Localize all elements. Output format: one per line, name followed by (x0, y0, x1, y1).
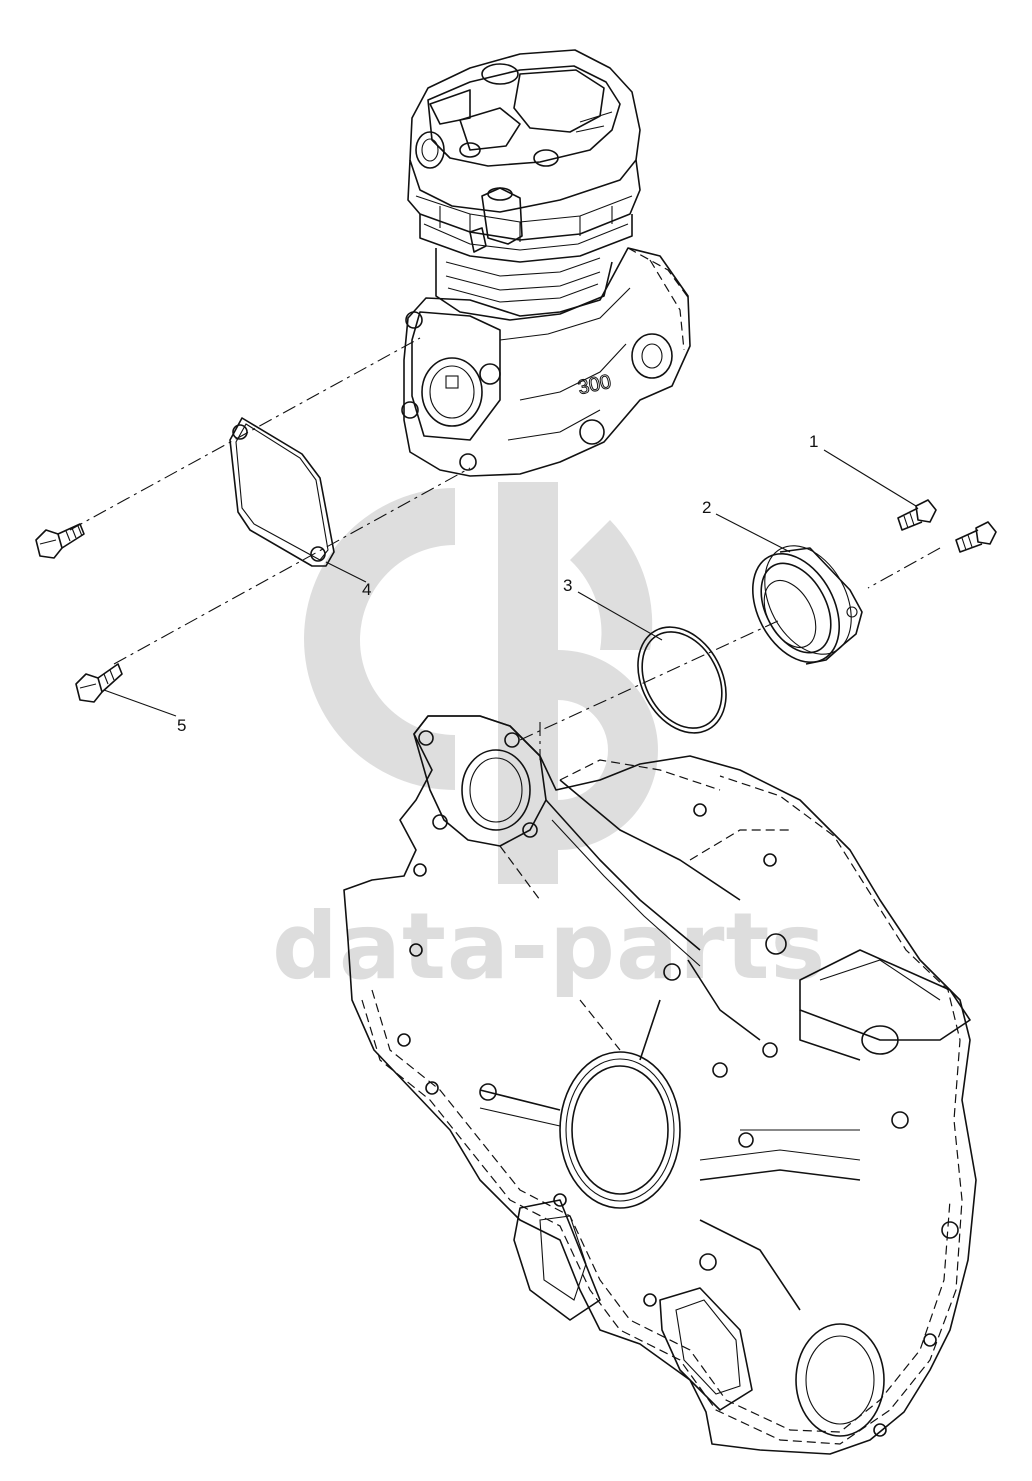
watermark-text: data-parts (272, 893, 827, 1000)
bolt-1 (897, 499, 937, 531)
callout-1: 1 (809, 432, 819, 451)
callout-leaders (103, 449, 917, 717)
callout-4: 4 (362, 580, 372, 599)
callout-5: 5 (177, 716, 187, 735)
callout-3: 3 (563, 576, 573, 595)
o-ring (637, 626, 727, 734)
flywheel-housing (343, 715, 977, 1455)
bolt-upper-left (35, 523, 85, 559)
assembly-center-lines (69, 337, 941, 760)
watermark-logo (304, 482, 658, 884)
seal-adapter (751, 545, 863, 665)
air-compressor: 300 (401, 49, 691, 477)
callout-2: 2 (702, 498, 712, 517)
bolt-right (955, 521, 997, 553)
casting-marking: 300 (576, 371, 613, 399)
bolt-5 (75, 663, 123, 703)
cover-plate (229, 417, 335, 567)
